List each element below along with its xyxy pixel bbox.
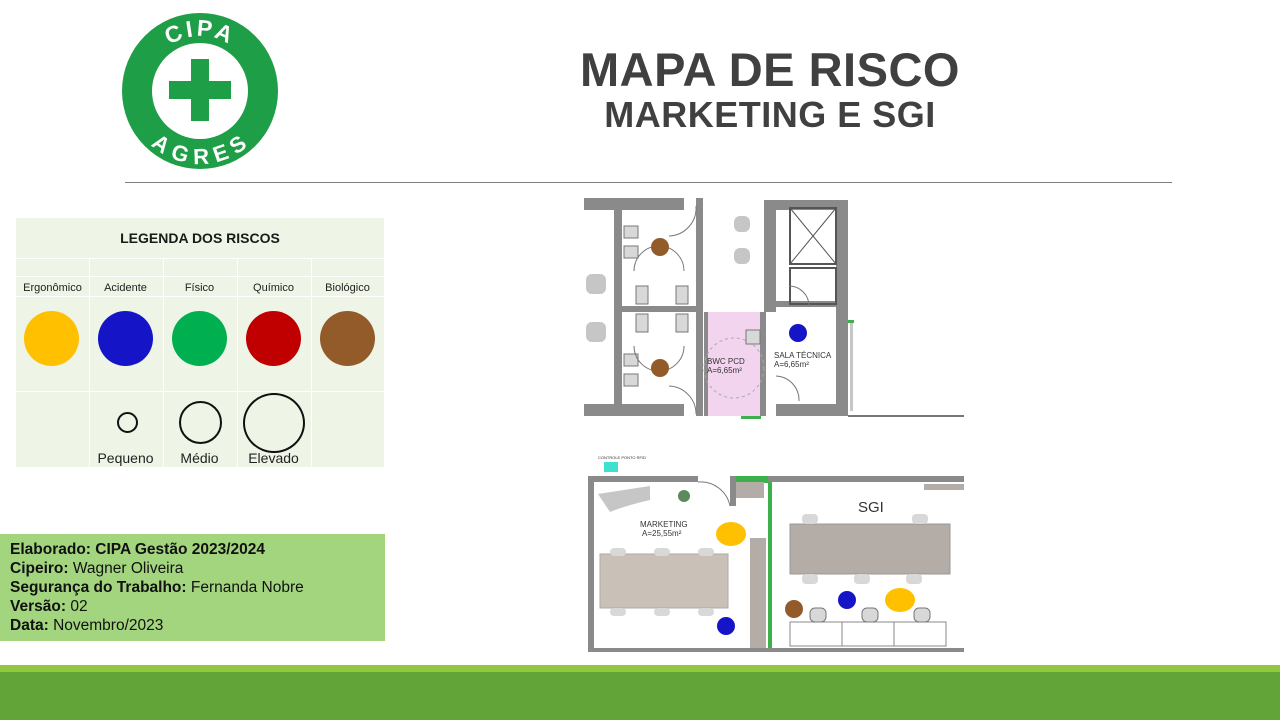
medium-circle-icon (179, 401, 222, 444)
svg-text:A=25,55m²: A=25,55m² (642, 529, 682, 538)
biologico-marker-icon (651, 359, 669, 377)
svg-text:BWC PCD: BWC PCD (707, 357, 745, 366)
info-seguranca: Segurança do Trabalho: Fernanda Nobre (10, 579, 304, 596)
info-data: Data: Novembro/2023 (10, 617, 164, 634)
info-versao: Versão: 02 (10, 598, 88, 615)
info-cipeiro: Cipeiro: Wagner Oliveira (10, 560, 184, 577)
document-info: Elaborado: CIPA Gestão 2023/2024 Cipeiro… (0, 534, 385, 641)
quimico-dot-icon (246, 311, 301, 366)
severity-label-elevado: Elevado (248, 450, 299, 466)
ergonomico-marker-icon (716, 522, 746, 546)
page-title-block: MAPA DE RISCO MARKETING E SGI (520, 44, 1020, 134)
severity-label-pequeno: Pequeno (97, 450, 154, 466)
header-divider (125, 182, 1172, 183)
svg-text:A=6,65m²: A=6,65m² (707, 366, 742, 375)
legend-label-fisico: Físico (184, 282, 215, 294)
fisico-dot-icon (172, 311, 227, 366)
ergonomico-marker-icon (885, 588, 915, 612)
cross-icon (169, 59, 231, 121)
acidente-dot-icon (98, 311, 153, 366)
footer-accent-line (0, 665, 1280, 672)
page-subtitle: MARKETING E SGI (604, 94, 936, 135)
large-circle-icon (243, 393, 305, 453)
ergonomico-dot-icon (24, 311, 79, 366)
biologico-dot-icon (320, 311, 375, 366)
risk-legend: LEGENDA DOS RISCOS Ergonômico Acidente F… (16, 218, 384, 467)
page-title: MAPA DE RISCO (580, 43, 960, 96)
biologico-marker-icon (651, 238, 669, 256)
biologico-marker-icon (785, 600, 803, 618)
acidente-marker-icon (838, 591, 856, 609)
acidente-marker-icon (789, 324, 807, 342)
svg-text:A=6,65m²: A=6,65m² (774, 360, 809, 369)
svg-text:SALA TÉCNICA: SALA TÉCNICA (774, 351, 832, 360)
floorplan-top: BWC PCD A=6,65m² SALA TÉCNICA A=6,65m² (584, 196, 968, 420)
severity-label-medio: Médio (180, 450, 219, 466)
svg-text:CONTROLE PONTO RFID: CONTROLE PONTO RFID (598, 455, 646, 460)
cipa-logo: CIPA AGRES (121, 12, 279, 170)
legend-label-acidente: Acidente (104, 282, 147, 294)
info-elaborado: Elaborado: CIPA Gestão 2023/2024 (10, 541, 265, 558)
footer-bar (0, 672, 1280, 720)
legend-label-biologico: Biológico (325, 282, 370, 294)
legend-label-ergonomico: Ergonômico (23, 282, 82, 294)
svg-text:MARKETING: MARKETING (640, 520, 688, 529)
small-circle-icon (117, 412, 138, 433)
legend-label-quimico: Químico (253, 282, 294, 294)
floorplan-bottom: CONTROLE PONTO RFID MARKETING A=25,55m² … (584, 452, 968, 654)
legend-title: LEGENDA DOS RISCOS (120, 230, 280, 246)
svg-text:SGI: SGI (858, 499, 884, 516)
acidente-marker-icon (717, 617, 735, 635)
